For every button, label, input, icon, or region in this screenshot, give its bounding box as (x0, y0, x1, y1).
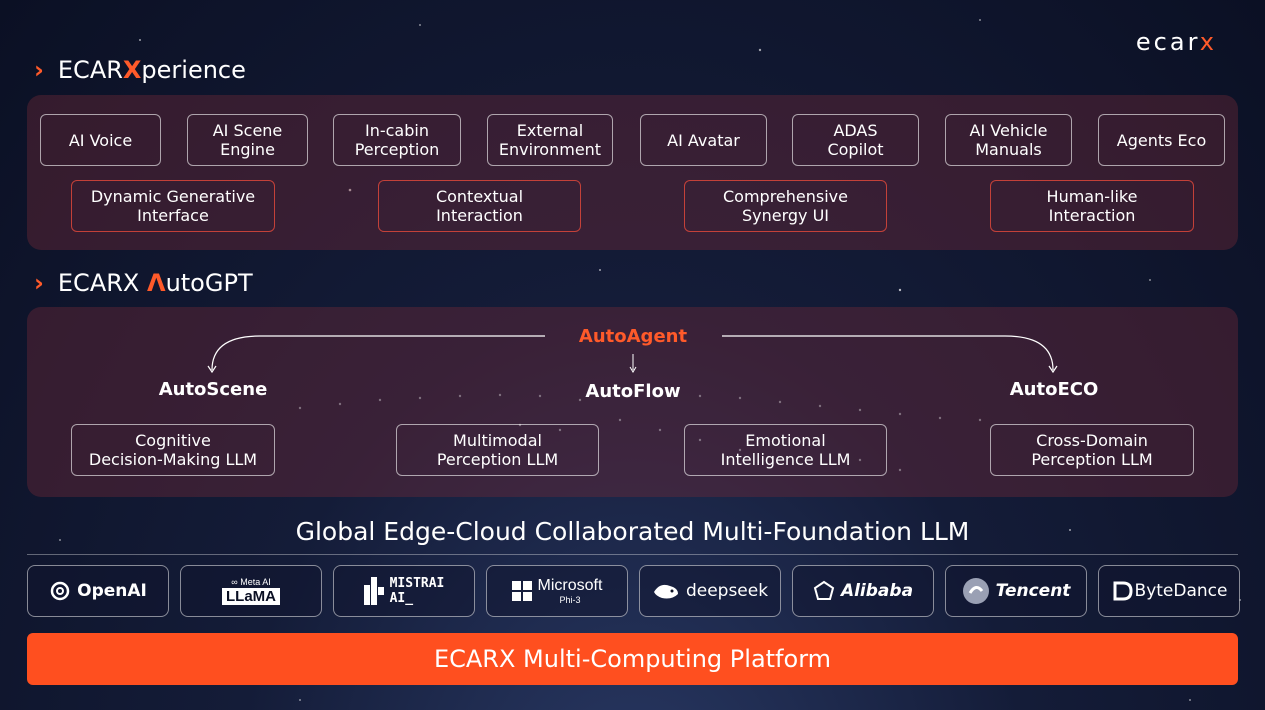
trait-contextual-interaction: Contextual Interaction (378, 180, 581, 232)
alibaba-icon (813, 580, 835, 600)
autoflow-label: AutoFlow (585, 381, 681, 402)
global-llm-title: Global Edge-Cloud Collaborated Multi-Fou… (295, 517, 970, 546)
feature-external-environment: External Environment (487, 114, 613, 166)
ecarx-logo: ecarx (1135, 28, 1217, 56)
chevron-right-icon: › (34, 56, 44, 84)
feature-ai-scene-engine: AI Scene Engine (187, 114, 308, 166)
model-openai: OpenAI (27, 565, 169, 617)
llm-multimodal: Multimodal Perception LLM (396, 424, 599, 476)
chevron-right-icon: › (34, 269, 44, 297)
deepseek-whale-icon (653, 584, 678, 599)
trait-human-like-interaction: Human-like Interaction (990, 180, 1194, 232)
bytedance-icon (1113, 581, 1133, 601)
particle-wave (298, 393, 982, 472)
llm-cross-domain: Cross-Domain Perception LLM (990, 424, 1194, 476)
meta-ai-label: ∞ Meta AI (231, 577, 271, 587)
llm-cognitive: Cognitive Decision-Making LLM (71, 424, 275, 476)
model-deepseek: deepseek (639, 565, 781, 617)
divider (27, 554, 1238, 555)
llama-label: LLaMA (222, 588, 280, 605)
microsoft-icon (511, 581, 532, 601)
phi-label: Phi-3 (559, 595, 581, 605)
autoeco-label: AutoECO (1009, 379, 1099, 400)
mistral-label: MISTRAI AI_ (389, 576, 445, 606)
llm-emotional: Emotional Intelligence LLM (684, 424, 887, 476)
microsoft-label: Microsoft (537, 577, 603, 594)
feature-adas-copilot: ADAS Copilot (792, 114, 919, 166)
trait-comprehensive-synergy-ui: Comprehensive Synergy UI (684, 180, 887, 232)
feature-agents-eco: Agents Eco (1098, 114, 1225, 166)
feature-ai-avatar: AI Avatar (640, 114, 767, 166)
computing-platform-bar: ECARX Multi-Computing Platform (27, 633, 1238, 685)
trait-dynamic-generative-interface: Dynamic Generative Interface (71, 180, 275, 232)
feature-ai-voice: AI Voice (40, 114, 161, 166)
model-llama: ∞ Meta AI LLaMA (180, 565, 322, 617)
feature-ai-vehicle-manuals: AI Vehicle Manuals (945, 114, 1072, 166)
feature-in-cabin-perception: In-cabin Perception (333, 114, 461, 166)
model-alibaba: Alibaba (792, 565, 934, 617)
model-microsoft: Microsoft Phi-3 (486, 565, 628, 617)
autoscene-label: AutoScene (158, 379, 268, 400)
mistral-icon (363, 577, 384, 605)
autoagent-label: AutoAgent (578, 326, 688, 347)
model-mistral: MISTRAI AI_ (333, 565, 475, 617)
autogpt-heading: › ECARX ΛutoGPT (34, 269, 253, 297)
experience-panel (27, 95, 1238, 250)
model-bytedance: ByteDance (1098, 565, 1240, 617)
autogpt-panel (27, 307, 1238, 497)
model-tencent: Tencent (945, 565, 1087, 617)
experience-heading: › ECARXperience (34, 56, 246, 84)
tencent-icon (962, 578, 989, 604)
openai-icon (50, 581, 70, 601)
